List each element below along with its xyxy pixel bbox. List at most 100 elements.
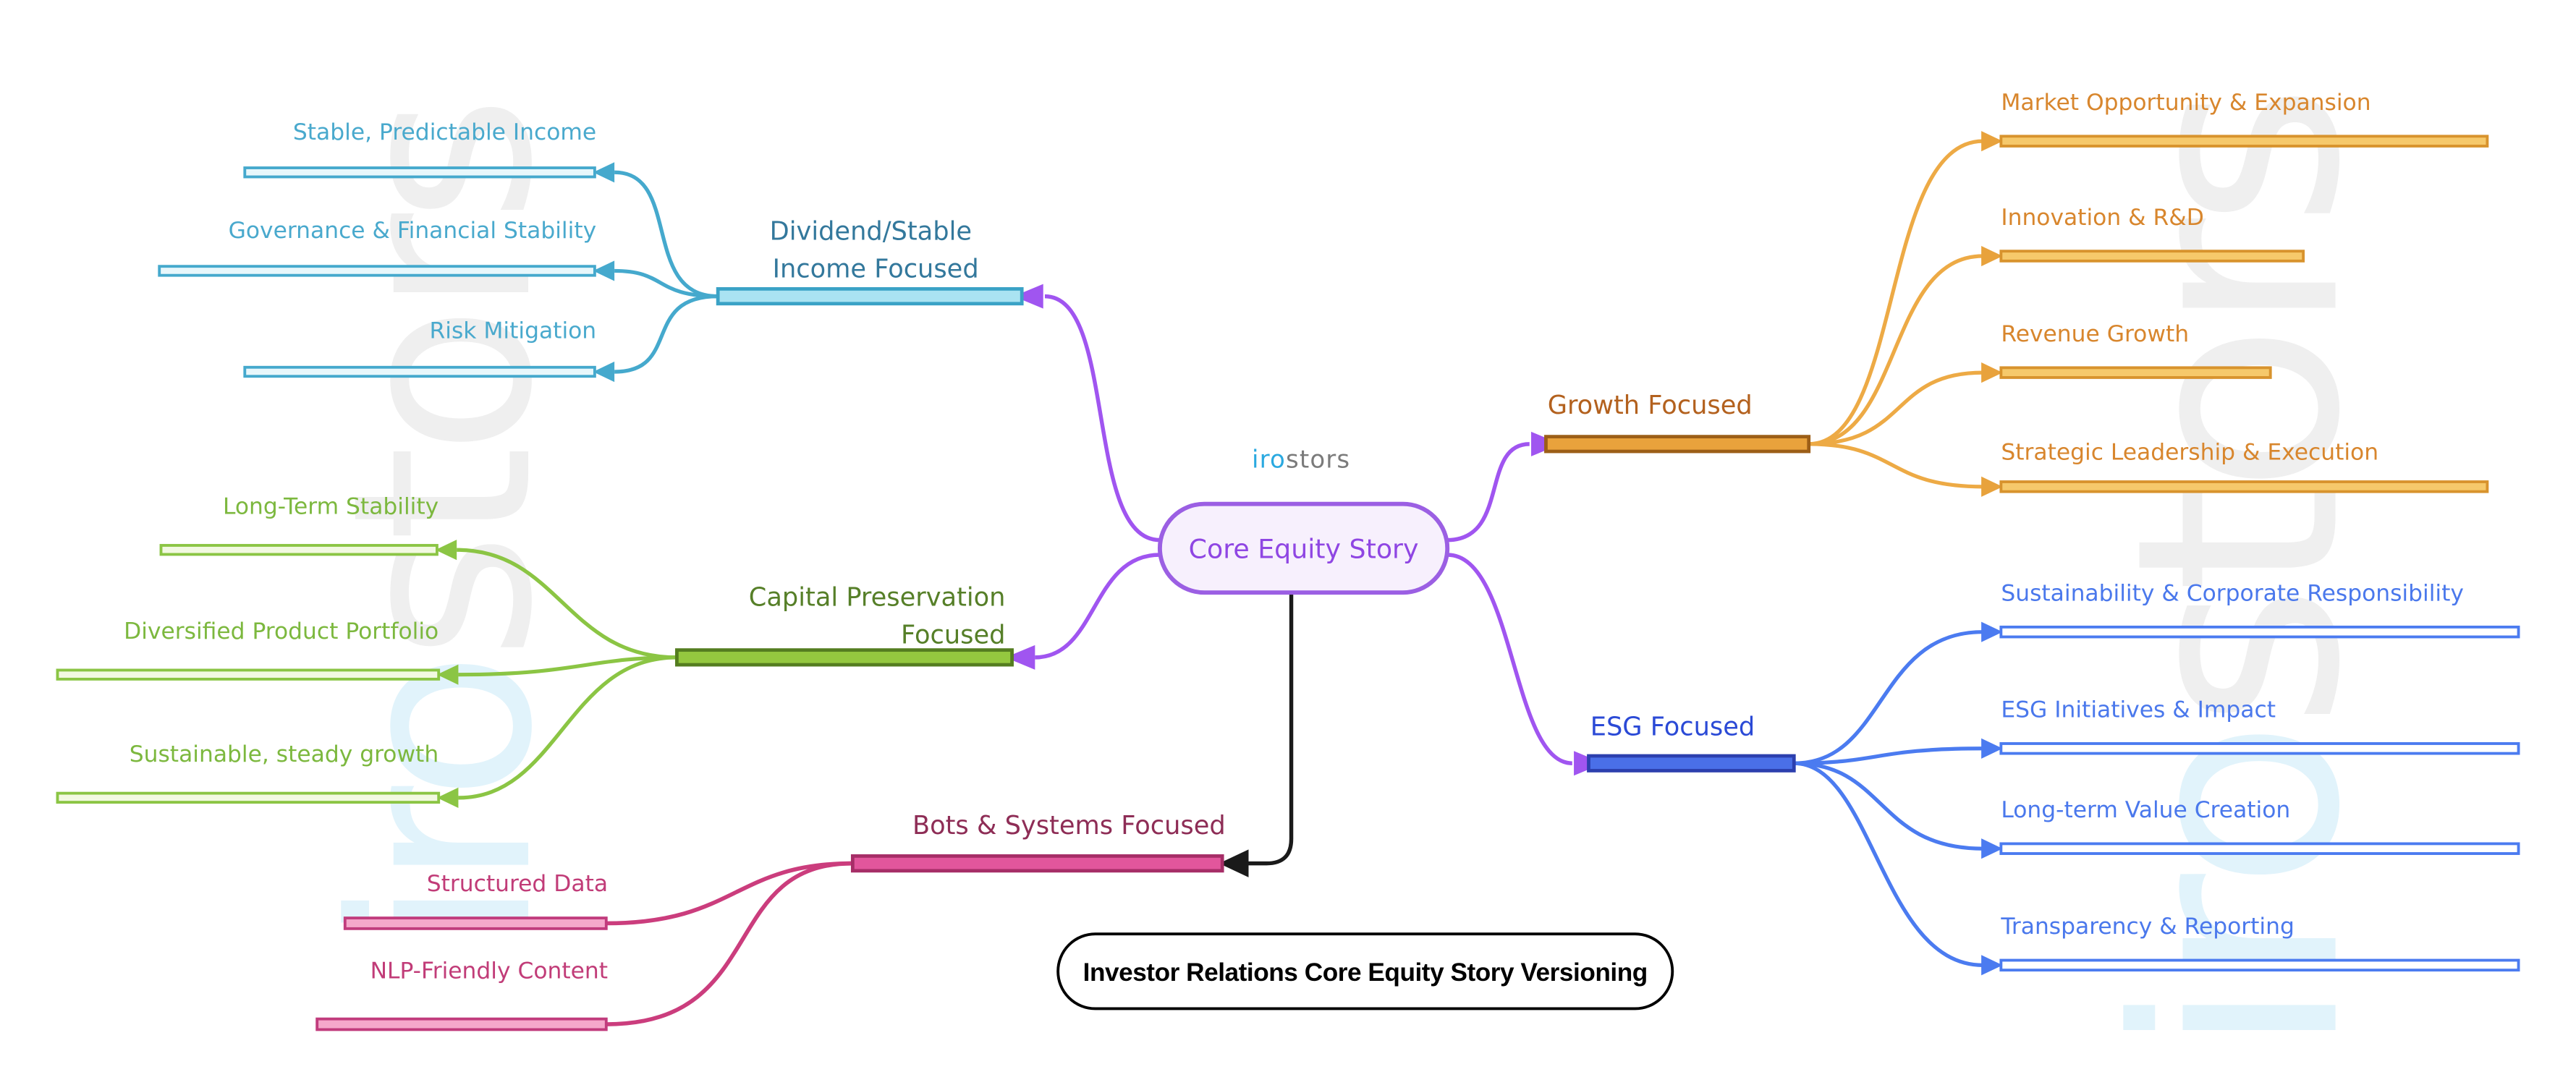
logo-iro: iro	[1252, 446, 1286, 475]
child-node-label: Risk Mitigation	[430, 318, 597, 344]
branch-label: Capital Preservation	[749, 582, 1006, 612]
branch-node-bar	[675, 648, 1014, 667]
arrowhead	[1981, 245, 2003, 267]
edge	[1794, 746, 1983, 765]
arrowhead	[1981, 838, 2003, 859]
arrowhead	[1981, 476, 2003, 497]
watermark-right: irostors	[2077, 93, 2402, 1056]
edge	[1808, 442, 1983, 489]
edge	[1794, 630, 1983, 765]
arrowhead-dividend	[1013, 284, 1043, 309]
edge-center-growth	[1447, 442, 1530, 542]
arrowhead	[436, 787, 459, 808]
child-node-label: Long-Term Stability	[223, 493, 438, 519]
svg-text:irostors: irostors	[2077, 93, 2402, 1056]
child-node-label: Long-term Value Creation	[2001, 797, 2290, 823]
child-node-label: Sustainability & Corporate Responsibilit…	[2001, 581, 2464, 607]
branch-label: Bots & Systems Focused	[912, 811, 1226, 841]
edge	[1808, 370, 1983, 446]
arrowhead	[593, 162, 615, 183]
arrowhead	[436, 664, 459, 685]
edge	[1808, 254, 1983, 446]
center-edges	[1005, 284, 1603, 877]
edge	[1794, 761, 1983, 851]
child-node-bar	[56, 791, 441, 804]
arrowhead	[1981, 621, 2003, 642]
child-node-label: Stable, Predictable Income	[293, 119, 596, 145]
edge	[614, 268, 719, 299]
edge	[1794, 761, 1983, 967]
edge-center-dividend	[1044, 294, 1160, 542]
child-node-bar	[158, 265, 596, 277]
child-node-bar	[1999, 958, 2520, 972]
child-node-bar	[56, 668, 441, 681]
child-node-bar	[243, 166, 596, 179]
arrowhead	[593, 361, 615, 383]
child-node-bar	[1999, 480, 2489, 493]
edge	[457, 548, 677, 660]
watermark-stors: stors	[300, 104, 587, 660]
child-node-label: NLP-Friendly Content	[370, 958, 608, 984]
child-node-label: Market Opportunity & Expansion	[2001, 90, 2370, 116]
child-node-label: ESG Initiatives & Impact	[2001, 697, 2276, 723]
branch-esg: Sustainability & Corporate Responsibilit…	[1587, 581, 2520, 976]
branch-label: Focused	[901, 621, 1005, 650]
branch-node-bar	[1544, 435, 1811, 454]
watermark-left: irostors	[300, 104, 587, 946]
child-node-bar	[1999, 135, 2489, 148]
child-node-bar	[1999, 250, 2305, 263]
edge-center-capital	[1035, 553, 1160, 660]
edge	[458, 655, 677, 800]
branch-bots-systems: Structured Data NLP-Friendly Content Bot…	[315, 811, 1226, 1031]
edge-center-bots	[1245, 592, 1294, 866]
edge-center-esg	[1447, 553, 1572, 765]
branch-node-bar	[850, 854, 1224, 873]
arrowhead	[1981, 738, 2003, 759]
logo-stors: stors	[1286, 446, 1350, 475]
branch-dividend-stable-income: Stable, Predictable Income Governance & …	[158, 119, 1024, 383]
child-node-bar	[243, 365, 596, 378]
branch-label: Income Focused	[773, 255, 979, 284]
watermark-stors: stors	[2077, 93, 2402, 729]
child-node-bar	[315, 1017, 608, 1031]
diagram-title-label: Investor Relations Core Equity Story Ver…	[1083, 958, 1648, 987]
center-node-label: Core Equity Story	[1189, 534, 1419, 565]
edge	[1808, 139, 1983, 446]
branch-label: Dividend/Stable	[770, 216, 972, 246]
branch-label: ESG Focused	[1590, 712, 1755, 742]
arrowhead-bots	[1219, 849, 1249, 877]
child-node-bar	[1999, 366, 2272, 379]
arrowhead-capital	[1005, 644, 1035, 670]
center-node-pill	[1157, 501, 1450, 595]
arrowhead	[1981, 955, 2003, 976]
child-node-bar	[1999, 842, 2520, 855]
branch-node-bar	[1587, 754, 1796, 773]
branch-label: Growth Focused	[1548, 391, 1753, 420]
child-node-label: Structured Data	[427, 871, 608, 897]
irostors-logo: irostors	[1252, 446, 1350, 475]
child-node-label: Strategic Leadership & Execution	[2001, 439, 2378, 465]
child-node-bar	[1999, 625, 2520, 639]
branch-node-bar	[716, 287, 1024, 306]
center-node: irostors Core Equity Story	[1157, 446, 1450, 595]
edge	[614, 294, 719, 374]
branch-capital-preservation: Long-Term Stability Diversified Product …	[56, 493, 1014, 808]
branch-growth: Market Opportunity & Expansion Innovatio…	[1544, 90, 2489, 497]
arrowhead	[1981, 131, 2003, 152]
edge	[606, 861, 853, 1026]
child-node-label: Diversified Product Portfolio	[124, 618, 438, 644]
child-node-bar	[159, 544, 438, 556]
edge	[614, 170, 719, 299]
arrowhead	[435, 540, 457, 561]
edge	[606, 861, 853, 926]
arrowhead	[1981, 362, 2003, 383]
child-node-bar	[1999, 742, 2520, 755]
arrowhead	[593, 260, 615, 281]
diagram-title: Investor Relations Core Equity Story Ver…	[1056, 932, 1674, 1010]
child-node-label: Sustainable, steady growth	[130, 741, 438, 767]
watermark-iro: iro	[2077, 729, 2402, 1056]
child-node-label: Transparency & Reporting	[2000, 914, 2295, 940]
diagram-title-pill	[1056, 932, 1674, 1010]
